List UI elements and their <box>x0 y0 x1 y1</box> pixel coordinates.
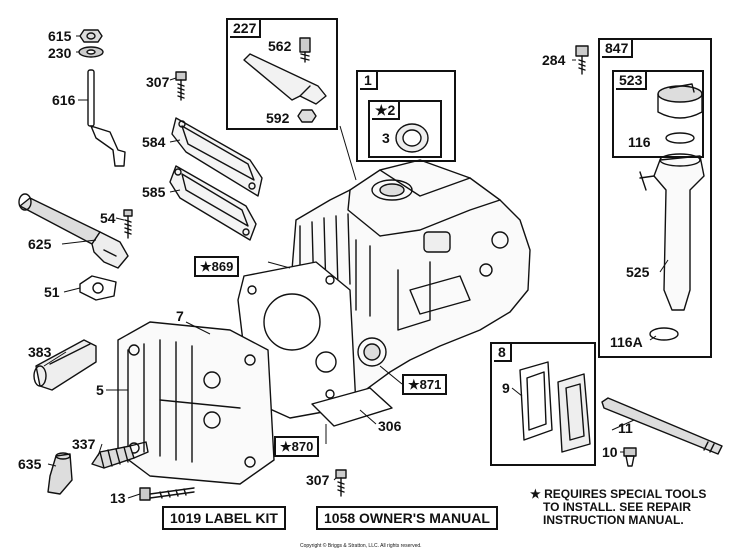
muffler-383-drawing <box>33 339 97 391</box>
part-label-11: 11 <box>618 420 633 436</box>
part-label-584: 584 <box>142 134 166 150</box>
kit-box-1 <box>356 70 456 162</box>
bolt-13-drawing <box>139 487 195 501</box>
part-label-284: 284 <box>542 52 566 68</box>
part-label-54: 54 <box>100 210 116 226</box>
label-kit-1019: 1019 LABEL KIT <box>162 506 286 530</box>
valve-cover-8-drawing <box>557 373 591 453</box>
part-label-523: 523 <box>616 72 648 90</box>
owners-manual-1058: 1058 OWNER'S MANUAL <box>316 506 498 530</box>
part-label-9: 9 <box>502 380 510 396</box>
part-label-337: 337 <box>72 436 96 452</box>
part-label-51: 51 <box>44 284 60 300</box>
air-vane-625-drawing <box>18 193 129 269</box>
part-label-592: 592 <box>266 110 290 126</box>
part-label-871: ★871 <box>402 374 448 395</box>
breather-tube-11-drawing <box>601 397 723 455</box>
cylinder-head-5-drawing <box>117 321 275 485</box>
special-tools-note-line-3: INSTRUCTION MANUAL. <box>543 513 684 527</box>
part-label-383: 383 <box>28 344 52 360</box>
part-label-307-bottom: 307 <box>306 472 330 488</box>
governor-lever-616-drawing <box>87 69 126 167</box>
part-label-625: 625 <box>28 236 52 252</box>
part-label-2: ★2 <box>372 102 401 120</box>
part-label-585: 585 <box>142 184 166 200</box>
bolt-307-bottom-drawing <box>335 469 347 497</box>
part-label-635: 635 <box>18 456 42 472</box>
part-label-5: 5 <box>96 382 104 398</box>
kit-box-847 <box>598 38 712 358</box>
part-label-116: 116 <box>628 134 651 150</box>
plug-10-drawing <box>623 447 637 467</box>
part-label-870: ★870 <box>274 436 320 457</box>
part-label-616: 616 <box>52 92 76 108</box>
dipstick-tube-525-drawing <box>639 153 705 311</box>
gasket-51-drawing <box>79 275 117 301</box>
part-label-227: 227 <box>230 20 262 38</box>
breather-gasket-585-drawing <box>169 165 257 241</box>
spark-plug-337-drawing <box>91 441 149 469</box>
bolt-307-top-drawing <box>175 71 187 101</box>
kit-box-523 <box>612 70 704 158</box>
copyright-text: Copyright © Briggs & Stratton, LLC. All … <box>300 543 422 549</box>
breather-cover-584-drawing <box>171 117 263 197</box>
kit-box-227 <box>226 18 338 130</box>
gasket-306-drawing <box>311 387 393 427</box>
part-label-8: 8 <box>494 344 512 362</box>
part-label-847: 847 <box>602 40 634 58</box>
part-label-615: 615 <box>48 28 72 44</box>
nut-615-drawing <box>79 29 103 43</box>
oring-116a-drawing <box>649 327 679 341</box>
part-label-306: 306 <box>378 418 402 434</box>
screw-54-drawing <box>123 209 133 239</box>
part-label-13: 13 <box>110 490 126 506</box>
kit-box-8 <box>490 342 596 466</box>
part-label-869: ★869 <box>194 256 240 277</box>
part-label-307-top: 307 <box>146 74 170 90</box>
part-label-10: 10 <box>602 444 618 460</box>
special-tools-note-line-1: ★ REQUIRES SPECIAL TOOLS <box>530 487 707 501</box>
valve-cover-gasket-9-drawing <box>519 361 553 441</box>
seal-3-drawing <box>395 123 429 153</box>
part-label-7: 7 <box>176 308 184 324</box>
wrench-drawing <box>243 37 327 123</box>
part-label-116a: 116A <box>610 334 643 350</box>
elbow-635-drawing <box>47 452 73 495</box>
part-label-562: 562 <box>268 38 292 54</box>
oring-116-drawing <box>665 132 695 144</box>
washer-230-drawing <box>78 46 104 58</box>
part-label-525: 525 <box>626 264 650 280</box>
dipstick-cap-523-drawing <box>657 83 703 119</box>
special-tools-note-line-2: TO INSTALL. SEE REPAIR <box>543 500 692 514</box>
part-label-3: 3 <box>382 130 390 146</box>
kit-box-2 <box>368 100 442 158</box>
part-label-1: 1 <box>360 72 378 90</box>
part-label-230: 230 <box>48 45 72 61</box>
screw-284-drawing <box>575 45 589 75</box>
